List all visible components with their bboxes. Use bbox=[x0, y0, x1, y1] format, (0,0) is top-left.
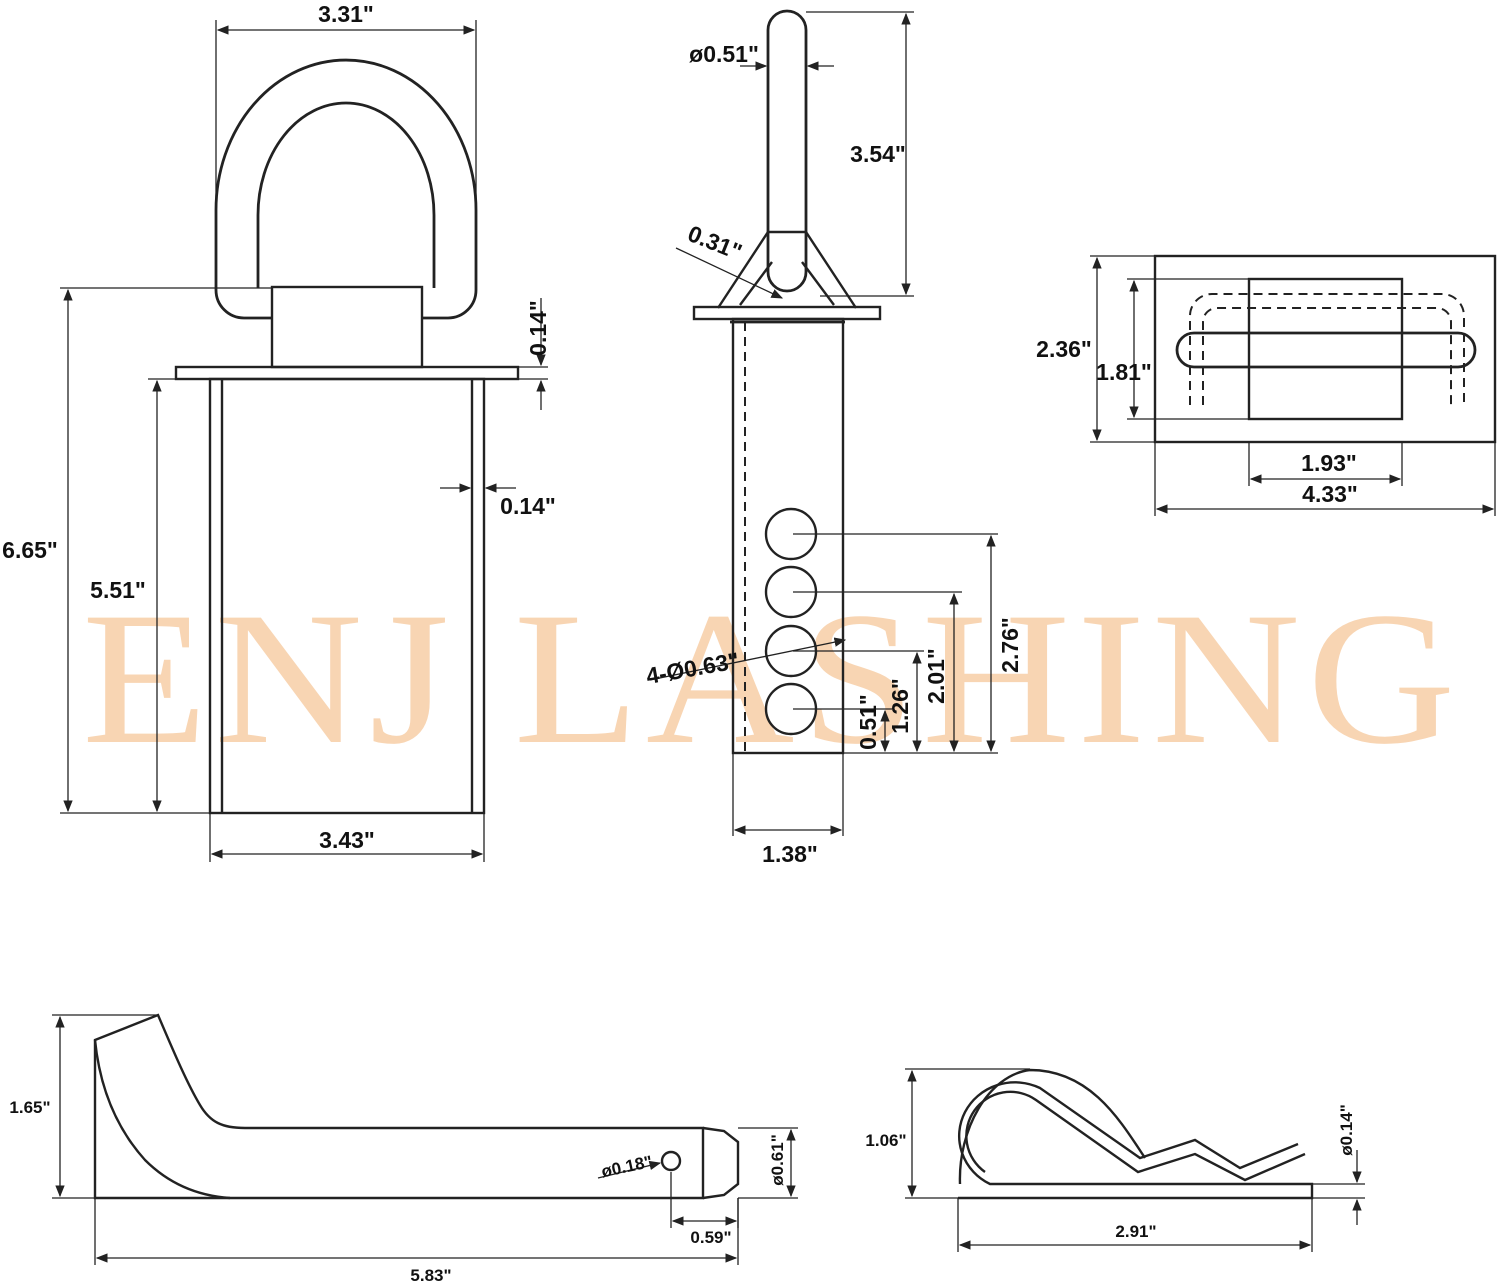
dim-clip-height: 1.06" bbox=[865, 1131, 906, 1150]
d-ring-foot bbox=[214, 289, 272, 320]
pin-hole bbox=[660, 1150, 682, 1172]
side-ring bbox=[766, 9, 808, 293]
base-plate bbox=[174, 365, 520, 381]
dim-hole-4: 2.76" bbox=[997, 617, 1023, 673]
dim-hole-2: 1.26" bbox=[887, 678, 913, 734]
dim-block-width: 1.93" bbox=[1301, 450, 1357, 476]
dim-tube-height: 5.51" bbox=[90, 577, 146, 603]
side-tube bbox=[731, 317, 845, 755]
dim-plate-height: 2.36" bbox=[1036, 336, 1092, 362]
pin-view: 1.65" ø0.18" ø0.61" 0.59" 5.83" bbox=[9, 1013, 798, 1285]
dim-tube-width: 3.43" bbox=[319, 827, 375, 853]
dim-wall-thickness: 0.14" bbox=[500, 493, 556, 519]
tube-body bbox=[208, 377, 486, 815]
hidden-ring-outer bbox=[1189, 293, 1465, 405]
d-ring-inner bbox=[256, 101, 436, 288]
dim-bracket-thickness: 0.31" bbox=[684, 220, 745, 265]
ring-block bbox=[270, 285, 424, 369]
dim-plate-thickness: 0.14" bbox=[525, 300, 551, 356]
dim-total-height: 6.65" bbox=[2, 537, 58, 563]
dim-hole-1: 0.51" bbox=[855, 694, 881, 750]
dim-pin-length: 5.83" bbox=[410, 1266, 451, 1285]
dim-ring-height: 3.54" bbox=[850, 141, 906, 167]
bracket-inner bbox=[739, 261, 835, 306]
dim-ring-width: 3.31" bbox=[318, 1, 374, 27]
dim-ring-height-top: 1.81" bbox=[1096, 359, 1152, 385]
hidden-ring-inner bbox=[1202, 307, 1452, 405]
dim-clip-wire-diameter: ø0.14" bbox=[1337, 1104, 1356, 1156]
clip-inner-wire bbox=[965, 1090, 1306, 1182]
dim-hole-3: 2.01" bbox=[923, 648, 949, 704]
dim-pin-hole-diameter: ø0.18" bbox=[600, 1152, 654, 1181]
watermark-text: ENJ LASHING bbox=[82, 574, 1462, 784]
bracket-outer bbox=[716, 230, 858, 309]
dim-pin-hole-offset: 0.59" bbox=[690, 1228, 731, 1247]
clip-loop bbox=[958, 1068, 1147, 1185]
dim-pin-tip-diameter: ø0.61" bbox=[768, 1134, 787, 1186]
pin-tip bbox=[702, 1126, 740, 1200]
top-ring bbox=[1175, 331, 1477, 369]
top-plate bbox=[1153, 254, 1497, 444]
top-block bbox=[1247, 277, 1404, 421]
dim-ring-diameter: ø0.51" bbox=[689, 41, 759, 67]
clip-view: 1.06" ø0.14" 2.91" bbox=[865, 1068, 1365, 1252]
dim-clip-length: 2.91" bbox=[1115, 1222, 1156, 1241]
top-view: 2.36" 1.81" 1.93" 4.33" bbox=[1036, 254, 1497, 516]
clip-outer-wire bbox=[957, 1081, 1314, 1200]
pin-bend bbox=[93, 1039, 231, 1200]
front-view: 3.31" 6.65" 5.51" 0.14" 0.14" 3.43" bbox=[2, 1, 556, 862]
dim-plate-width: 4.33" bbox=[1302, 481, 1358, 507]
d-ring-outer bbox=[214, 58, 478, 320]
dim-pin-height: 1.65" bbox=[9, 1098, 50, 1117]
pin-body bbox=[93, 1013, 705, 1200]
side-view: ø0.51" 3.54" 0.31" 4-Ø0.63" 0.51" 1.26" … bbox=[644, 9, 1023, 867]
dim-side-tube-width: 1.38" bbox=[762, 841, 818, 867]
side-plate bbox=[692, 305, 882, 321]
